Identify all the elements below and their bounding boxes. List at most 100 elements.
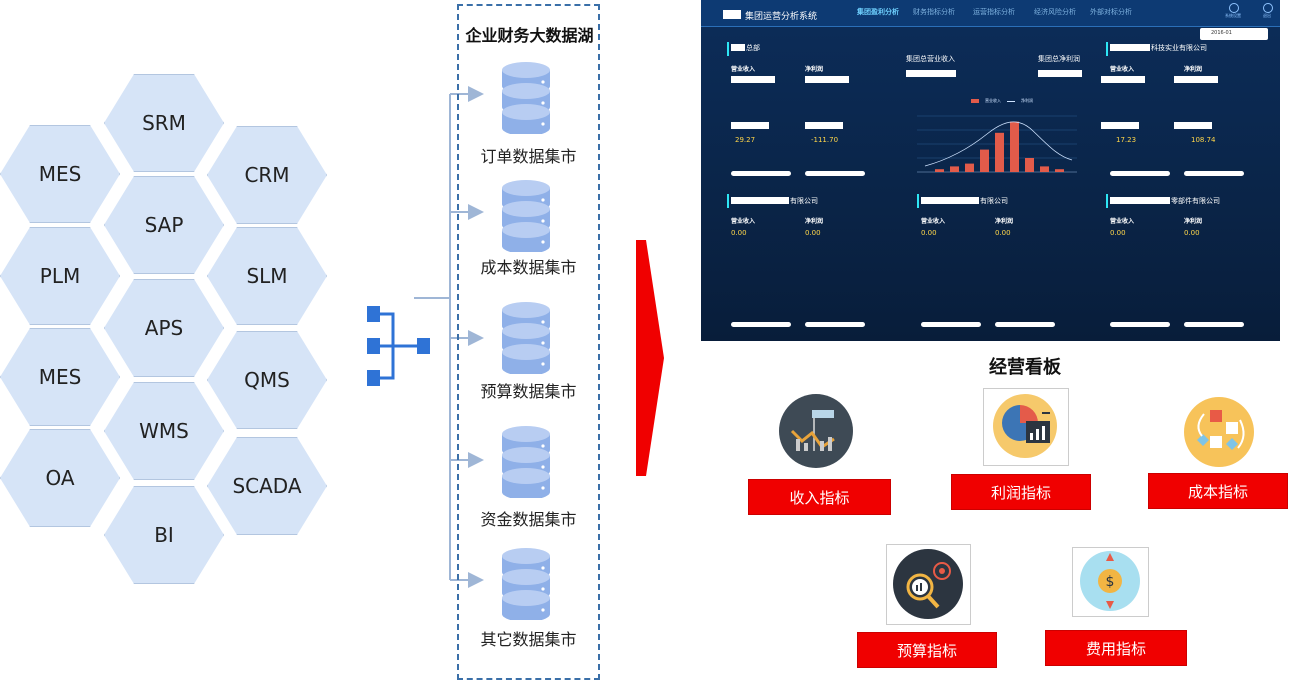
hex-label: SRM — [142, 111, 186, 135]
database-icon — [502, 426, 550, 498]
hex-label: SCADA — [232, 474, 302, 498]
legend-profit: 净利润 — [1021, 98, 1033, 103]
data-mart-label: 资金数据集市 — [480, 510, 577, 529]
dash-title: 集团运营分析系统 — [745, 12, 818, 22]
panel-bar — [1106, 194, 1108, 208]
database-icon — [502, 548, 550, 620]
progress-bar — [1184, 171, 1244, 176]
chart-bar — [1055, 169, 1064, 172]
budget-kpi-button[interactable]: 预算指标 — [857, 632, 997, 668]
hex-label: MES — [38, 365, 82, 389]
hex-label: BI — [154, 523, 174, 547]
dash-tab-0[interactable]: 集团盈利分析 — [857, 8, 899, 16]
data-lake-title: 企业财务大数据湖 — [465, 26, 594, 45]
panel-bar — [727, 42, 729, 56]
redacted-value — [731, 76, 775, 83]
budget-target-icon — [893, 549, 963, 619]
progress-bar — [921, 322, 981, 327]
panel-1-pct1: 17.23 — [1116, 136, 1137, 144]
hex-wms: WMS — [104, 382, 224, 480]
panel-0-name: 总部 — [746, 44, 760, 52]
hex-label: MES — [38, 162, 82, 186]
svg-text:$: $ — [1106, 574, 1115, 590]
panel-name-block — [731, 197, 789, 204]
redacted-value — [1038, 70, 1082, 77]
chart-bar — [1025, 158, 1034, 172]
dash-date-value: 2016-01 — [1211, 30, 1232, 36]
hex-slm: SLM — [207, 227, 327, 325]
dashboard-screenshot: 集团运营分析系统 集团盈利分析 财务指标分析 运营指标分析 经济风险分析 外部对… — [701, 0, 1280, 341]
panel-4-pct1: 0.00 — [1110, 229, 1126, 237]
panel-2-pct1: 0.00 — [731, 229, 747, 237]
data-mart-label: 成本数据集市 — [480, 258, 577, 277]
panel-4-kpi1: 营业收入 — [1110, 218, 1135, 225]
panel-0-pct2: -111.70 — [811, 136, 839, 144]
redacted-value — [1174, 122, 1212, 129]
hex-sap: SAP — [104, 176, 224, 274]
legend-line — [1007, 100, 1015, 102]
panel-3-pct2: 0.00 — [995, 229, 1011, 237]
panel-name-block — [921, 197, 979, 204]
hex-bi: BI — [104, 486, 224, 584]
panel-3-kpi1: 营业收入 — [921, 218, 946, 225]
redacted-value — [1101, 122, 1139, 129]
panel-3-pct1: 0.00 — [921, 229, 937, 237]
lake-connectors — [414, 86, 484, 588]
panel-name-block — [1110, 44, 1150, 51]
hex-label: APS — [144, 316, 184, 340]
panel-3-kpi2: 净利润 — [995, 218, 1014, 225]
dash-tab-4[interactable]: 外部对标分析 — [1090, 8, 1132, 16]
chart-bar — [1040, 166, 1049, 172]
profit-line — [924, 121, 1073, 167]
profit-pie-icon — [993, 394, 1057, 458]
panel-2-name: 有限公司 — [790, 197, 818, 205]
data-mart-label: 预算数据集市 — [480, 382, 577, 401]
redacted-value — [805, 122, 843, 129]
chart-bar — [1010, 121, 1019, 172]
flow-arrow — [636, 240, 664, 476]
panel-bar — [727, 194, 729, 208]
center-chart — [917, 115, 1077, 173]
dash-tab-2[interactable]: 运营指标分析 — [973, 8, 1015, 16]
panel-1-kpi2: 净利润 — [1184, 66, 1203, 73]
chart-bar — [935, 169, 944, 172]
redacted-value — [1101, 76, 1145, 83]
cost-kpi-button[interactable]: 成本指标 — [1148, 473, 1288, 509]
panel-3-name: 有限公司 — [980, 197, 1008, 205]
dash-tab-3[interactable]: 经济风险分析 — [1034, 8, 1076, 16]
revenue-kpi-button[interactable]: 收入指标 — [748, 479, 891, 515]
panel-0-kpi2: 净利润 — [805, 66, 824, 73]
panel-0-pct1: 29.27 — [735, 136, 756, 144]
dash-date-picker[interactable] — [1200, 28, 1268, 40]
exit-icon[interactable] — [1263, 3, 1273, 13]
chart-bar — [950, 166, 959, 172]
dash-topbar — [701, 0, 1280, 27]
legend-swatch — [971, 99, 979, 103]
progress-bar — [731, 171, 791, 176]
panel-4-kpi2: 净利润 — [1184, 218, 1203, 225]
gear-icon[interactable] — [1229, 3, 1239, 13]
redacted-value — [731, 122, 769, 129]
dash-exit-label: 退出 — [1263, 13, 1271, 18]
progress-bar — [1184, 322, 1244, 327]
hex-label: SAP — [144, 213, 184, 237]
profit-kpi-button[interactable]: 利润指标 — [951, 474, 1091, 510]
expense-kpi-button[interactable]: 费用指标 — [1045, 630, 1187, 666]
integration-icon — [367, 306, 430, 386]
redacted-value — [906, 70, 956, 77]
dash-settings-label: 系统设置 — [1225, 13, 1241, 18]
chart-bar — [995, 132, 1004, 172]
center-revenue-label: 集团总营业收入 — [906, 55, 955, 63]
hex-mes-2: MES — [0, 328, 120, 426]
hex-label: PLM — [39, 264, 81, 288]
hex-label: WMS — [139, 419, 189, 443]
redacted-value — [805, 76, 849, 83]
panel-2-pct2: 0.00 — [805, 229, 821, 237]
hex-scada: SCADA — [207, 437, 327, 535]
panel-1-name: 科技实业有限公司 — [1151, 44, 1207, 52]
panel-1-kpi1: 营业收入 — [1110, 66, 1135, 73]
panel-name-block — [1110, 197, 1170, 204]
data-mart-label: 订单数据集市 — [480, 147, 577, 166]
data-mart-label: 其它数据集市 — [480, 630, 577, 649]
dash-tab-1[interactable]: 财务指标分析 — [913, 8, 955, 16]
